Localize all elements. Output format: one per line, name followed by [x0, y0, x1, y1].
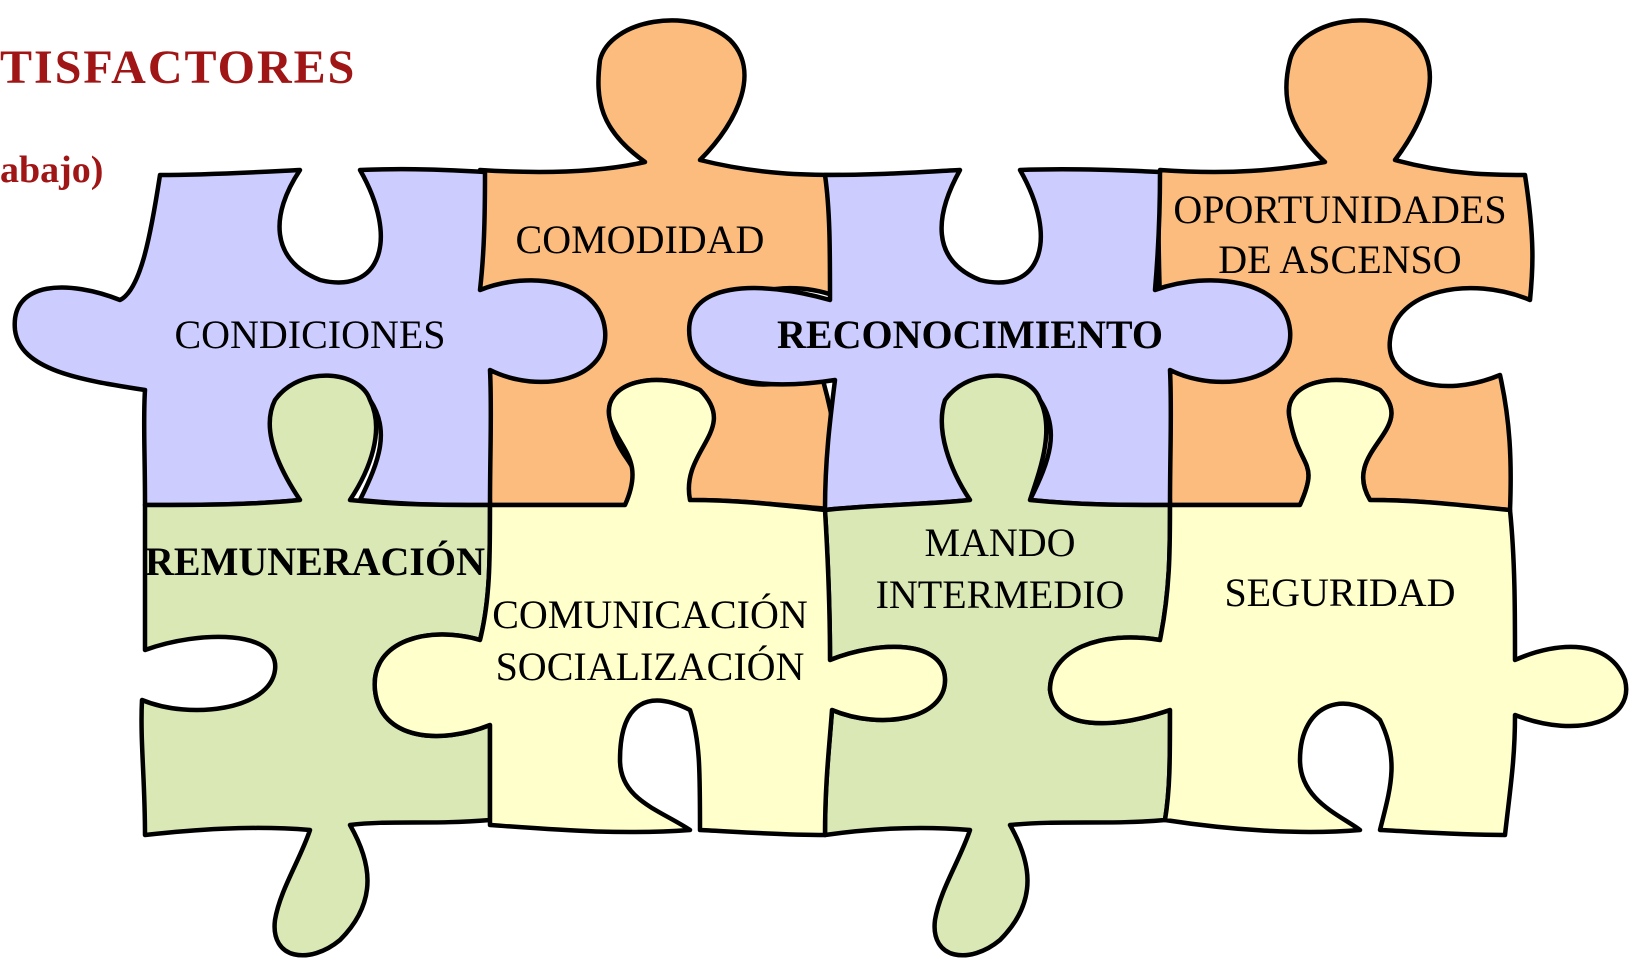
label-condiciones: CONDICIONES [174, 312, 446, 357]
piece-remuneracion [139, 373, 493, 958]
label-oportunidades-2: DE ASCENSO [1218, 237, 1462, 282]
label-comunicacion-2: SOCIALIZACIÓN [495, 644, 805, 689]
label-comodidad: COMODIDAD [515, 217, 765, 262]
label-seguridad: SEGURIDAD [1224, 570, 1456, 615]
label-mando-1: MANDO [924, 520, 1076, 565]
label-mando-2: INTERMEDIO [875, 572, 1125, 617]
piece-seguridad [1047, 377, 1629, 838]
label-remuneracion: REMUNERACIÓN [145, 539, 485, 584]
page-title: TISFACTORES [0, 41, 357, 94]
page-subtitle: abajo) [0, 149, 104, 191]
label-reconocimiento: RECONOCIMIENTO [777, 312, 1163, 357]
label-oportunidades-1: OPORTUNIDADES [1173, 187, 1507, 232]
piece-comunicacion [372, 377, 948, 838]
label-comunicacion-1: COMUNICACIÓN [492, 592, 808, 637]
